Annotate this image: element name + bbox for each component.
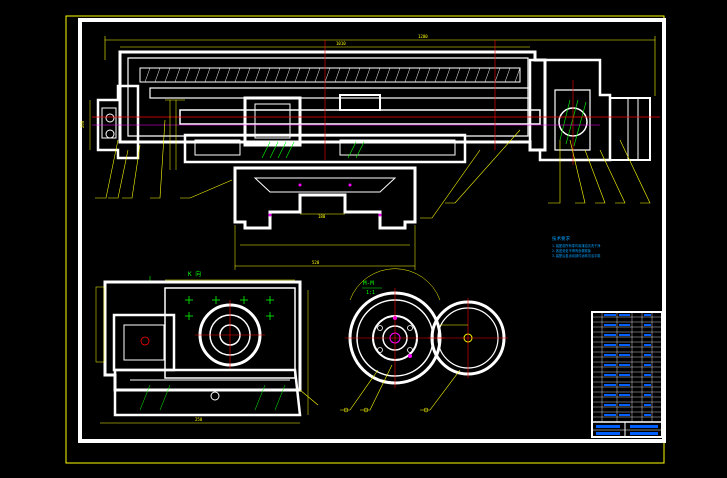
dim-base-inner: 180 [318, 214, 326, 219]
note-line-1: 1.装配前所有零件用煤油清洗干净 [552, 243, 601, 248]
dim-section-width: 250 [195, 417, 203, 422]
dim-side-height: 200 [80, 120, 85, 128]
outer-frame [65, 15, 665, 464]
dim-inner-length: 1010 [336, 41, 346, 46]
drawing-border [78, 18, 666, 443]
main-assembly-view: 1200 1010 [80, 34, 660, 270]
technical-notes: 技术要求 1.装配前所有零件用煤油清洗干净 2.各密封处不得有渗漏现象 3.装配… [552, 235, 601, 258]
dim-base-width: 520 [312, 260, 320, 265]
section-mm-view: M-M 1:1 [299, 268, 508, 413]
k-view-label: K 向 [188, 270, 201, 278]
dim-overall-length: 1200 [418, 34, 428, 39]
k-view: K 向 2 [95, 270, 309, 424]
title-block [591, 311, 663, 438]
section-label: M-M [363, 280, 374, 287]
note-line-3: 3.装配后各运动部件运转灵活平稳 [552, 253, 601, 258]
note-line-2: 2.各密封处不得有渗漏现象 [552, 248, 592, 253]
section-scale: 1:1 [366, 290, 375, 296]
notes-title: 技术要求 [552, 235, 570, 242]
